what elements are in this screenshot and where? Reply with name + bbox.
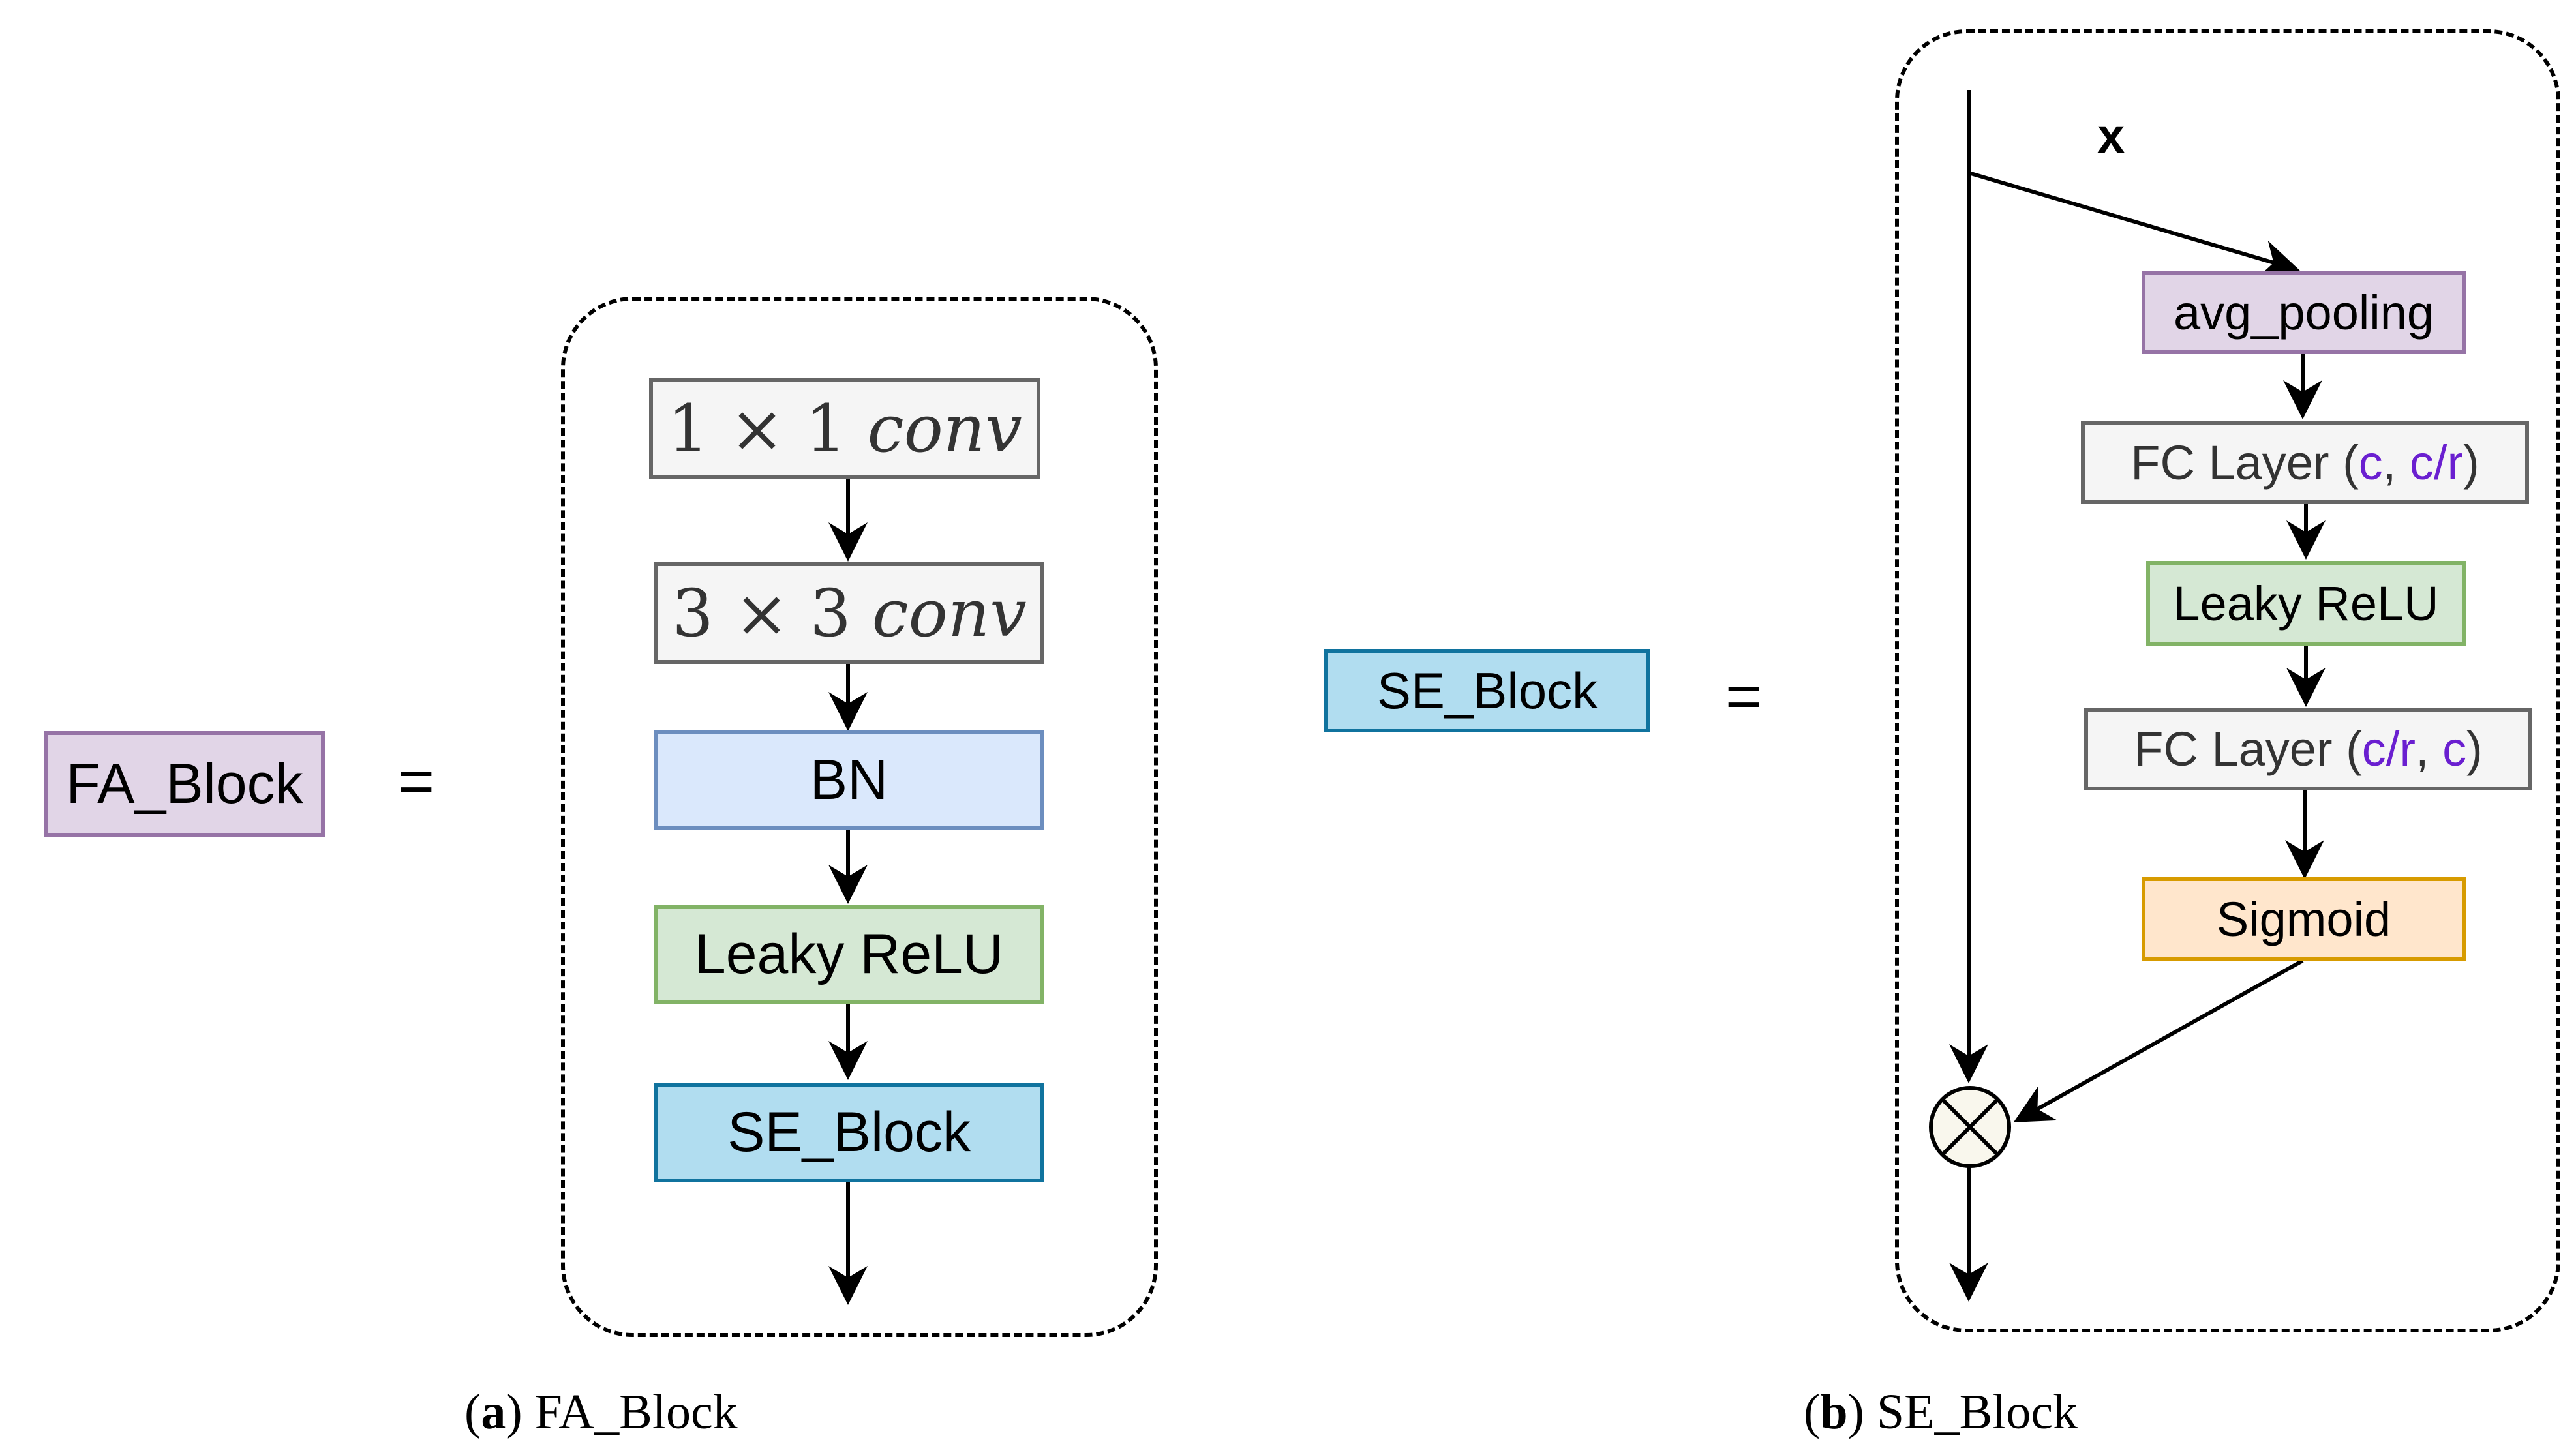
conv1-op: conv	[867, 391, 1022, 467]
caption-a-letter: a	[481, 1385, 506, 1439]
fa-block-label: FA_Block	[44, 731, 325, 837]
fc1-prefix: FC Layer (	[2130, 435, 2359, 490]
multiply-icon	[1929, 1086, 2011, 1168]
leaky-relu-box-left: Leaky ReLU	[654, 905, 1044, 1004]
fc2-arg-b: c	[2442, 722, 2467, 776]
caption-a: (a) FA_Block	[464, 1385, 738, 1439]
bn-box: BN	[654, 730, 1044, 830]
arrow-x-to-avgpool	[1968, 171, 2300, 278]
conv1x1-box: 1 × 1 conv	[649, 378, 1040, 479]
leaky-relu-box-right: Leaky ReLU	[2146, 561, 2466, 646]
input-x-label: x	[2097, 108, 2125, 164]
caption-b-text: SE_Block	[1876, 1385, 2078, 1439]
se-block-label: SE_Block	[1324, 649, 1650, 732]
sigmoid-box: Sigmoid	[2142, 877, 2466, 961]
conv1-a: 1	[667, 391, 709, 467]
conv1-b: 1	[805, 391, 847, 467]
se-equals-sign: =	[1725, 661, 1763, 731]
caption-a-text: FA_Block	[534, 1385, 738, 1439]
conv3x3-box: 3 × 3 conv	[654, 562, 1044, 664]
fc1-sep: ,	[2382, 435, 2410, 490]
arrow-sigmoid-to-multiply	[2013, 959, 2304, 1122]
fa-equals-sign: =	[398, 746, 435, 816]
fc1-suffix: )	[2463, 435, 2479, 490]
caption-b: (b) SE_Block	[1804, 1385, 2078, 1439]
se-block-box-left: SE_Block	[654, 1083, 1044, 1182]
fc1-arg-b: c/r	[2409, 435, 2464, 490]
conv3-a: 3	[672, 575, 714, 652]
conv3-times: ×	[734, 575, 789, 652]
caption-b-letter: b	[1820, 1385, 1848, 1439]
conv1-times: ×	[729, 391, 785, 467]
fc2-arg-a: c/r	[2361, 722, 2416, 776]
fc2-prefix: FC Layer (	[2134, 722, 2362, 776]
conv3-op: conv	[871, 575, 1027, 652]
fc-layer-2-box: FC Layer (c/r, c)	[2084, 708, 2532, 790]
fc2-suffix: )	[2466, 722, 2483, 776]
avg-pooling-box: avg_pooling	[2142, 271, 2466, 354]
fc1-arg-a: c	[2358, 435, 2383, 490]
se-block-container	[1895, 29, 2560, 1332]
fc2-sep: ,	[2415, 722, 2443, 776]
conv3-b: 3	[810, 575, 851, 652]
fa-block-container	[561, 297, 1158, 1337]
fc-layer-1-box: FC Layer (c, c/r)	[2081, 421, 2529, 504]
